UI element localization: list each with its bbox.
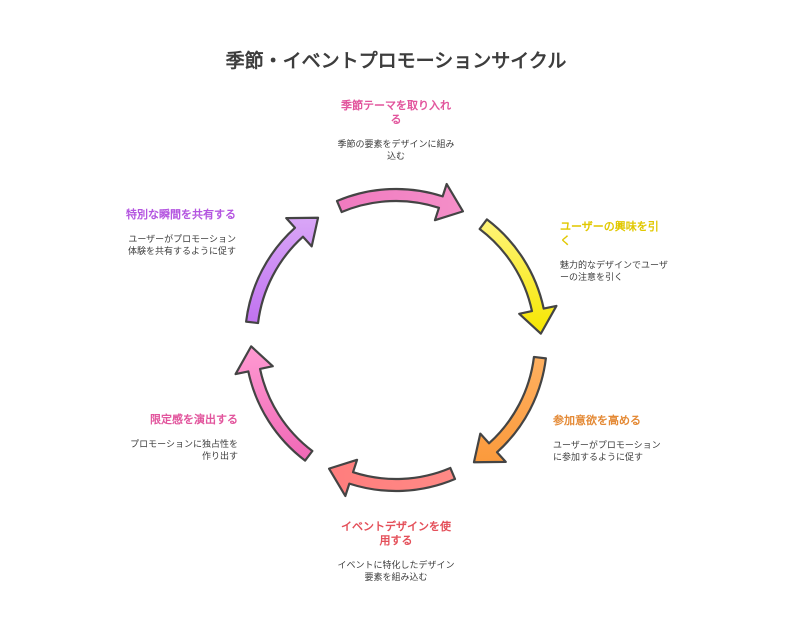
- step-heading: イベントデザインを使用する: [341, 520, 451, 547]
- arrow-participation: [472, 355, 547, 464]
- step-heading: 特別な瞬間を共有する: [126, 208, 236, 221]
- step-heading: 限定感を演出する: [150, 413, 238, 426]
- step-user-interest: ユーザーの興味を引く 魅力的なデザインでユーザーの注意を引く: [560, 220, 668, 284]
- step-heading: 季節テーマを取り入れる: [341, 99, 451, 126]
- step-description: 季節の要素をデザインに組み込む: [337, 140, 455, 162]
- arrow-seasonal-theme: [335, 182, 465, 222]
- step-exclusivity: 限定感を演出する プロモーションに独占性を作り出す: [124, 413, 238, 463]
- arrow-event-design: [327, 458, 457, 498]
- arrow-exclusivity: [234, 345, 314, 462]
- step-participation: 参加意欲を高める ユーザーがプロモーションに参加するように促す: [553, 414, 665, 464]
- step-description: ユーザーがプロモーション体験を共有するように促す: [127, 235, 236, 257]
- step-seasonal-theme: 季節テーマを取り入れる 季節の要素をデザインに組み込む: [337, 99, 455, 163]
- arrow-share-moments: [245, 216, 320, 325]
- diagram-title: 季節・イベントプロモーションサイクル: [225, 50, 567, 72]
- step-description: プロモーションに独占性を作り出す: [130, 440, 238, 462]
- arrow-user-interest: [478, 218, 558, 335]
- step-description: ユーザーがプロモーションに参加するように促す: [553, 441, 661, 463]
- step-heading: ユーザーの興味を引く: [560, 220, 659, 247]
- step-share-moments: 特別な瞬間を共有する ユーザーがプロモーション体験を共有するように促す: [124, 208, 236, 258]
- step-description: 魅力的なデザインでユーザーの注意を引く: [560, 261, 668, 283]
- step-heading: 参加意欲を高める: [553, 414, 641, 427]
- step-description: イベントに特化したデザイン要素を組み込む: [337, 561, 455, 583]
- step-event-design: イベントデザインを使用する イベントに特化したデザイン要素を組み込む: [337, 520, 455, 584]
